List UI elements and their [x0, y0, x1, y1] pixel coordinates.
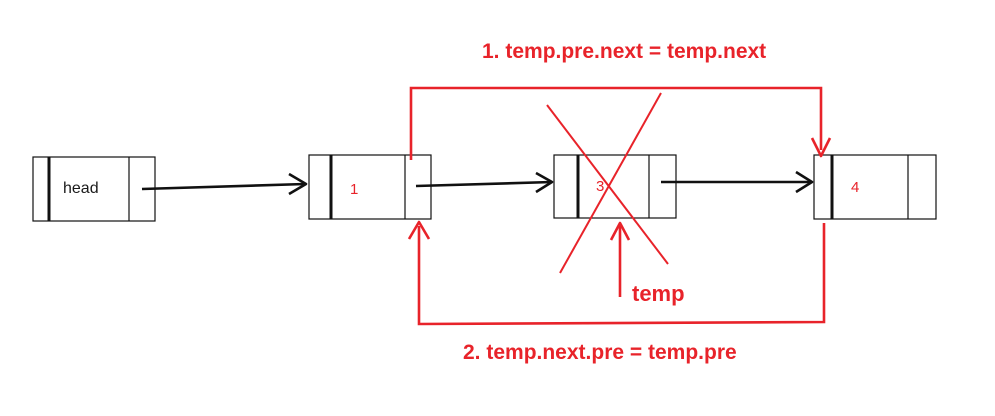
node-4-box [813, 154, 937, 220]
arrow-head-to-1-line [141, 182, 306, 191]
connector-step1 [409, 86, 832, 160]
node-1-box [308, 154, 432, 220]
node-1: 1 [308, 154, 432, 220]
node-1-label: 1 [350, 181, 358, 198]
arrow-1-to-3 [415, 171, 554, 194]
arrow-3-to-4 [661, 170, 814, 194]
node-4: 4 [813, 154, 937, 220]
delete-cross-line-b [559, 92, 662, 274]
connector-step2-arrowhead [407, 220, 431, 240]
temp-pointer [609, 221, 631, 297]
connector-step2 [407, 220, 826, 326]
node-3-box [553, 154, 677, 219]
node-4-label: 4 [851, 179, 859, 196]
arrow-head-to-1-tip [288, 172, 308, 196]
arrow-3-to-4-tip [795, 170, 814, 194]
connector-step1-line [409, 86, 823, 160]
node-3: 3 [553, 154, 677, 219]
delete-cross-line-a [546, 104, 669, 265]
temp-pointer-label: temp [632, 281, 685, 306]
delete-cross [546, 92, 669, 274]
step1-caption: 1. temp.pre.next = temp.next [482, 40, 766, 63]
connector-step1-arrowhead [810, 137, 832, 158]
node-head: head [32, 156, 156, 222]
temp-pointer-arrowhead [609, 221, 631, 241]
node-head-label: head [63, 180, 99, 197]
connector-step2-line [417, 223, 826, 326]
arrow-1-to-3-line [415, 180, 553, 188]
arrow-head-to-1 [141, 172, 308, 196]
arrow-1-to-3-tip [535, 171, 554, 194]
node-3-label: 3 [596, 178, 604, 195]
step2-caption: 2. temp.next.pre = temp.pre [463, 341, 737, 364]
